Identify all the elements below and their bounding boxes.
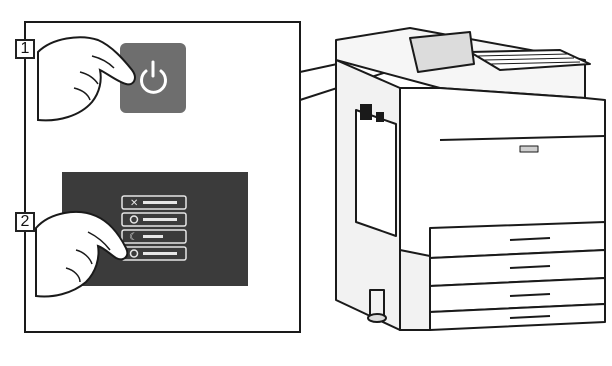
callout-2: 2 (15, 212, 35, 232)
callout-1: 1 (15, 39, 35, 59)
printer (336, 28, 605, 330)
menu-sleep-icon: ☾ (129, 232, 138, 243)
step2-panel: ✕ ☾ (36, 172, 248, 296)
printer-control-panel (410, 32, 474, 72)
menu-x-icon: ✕ (130, 198, 138, 209)
